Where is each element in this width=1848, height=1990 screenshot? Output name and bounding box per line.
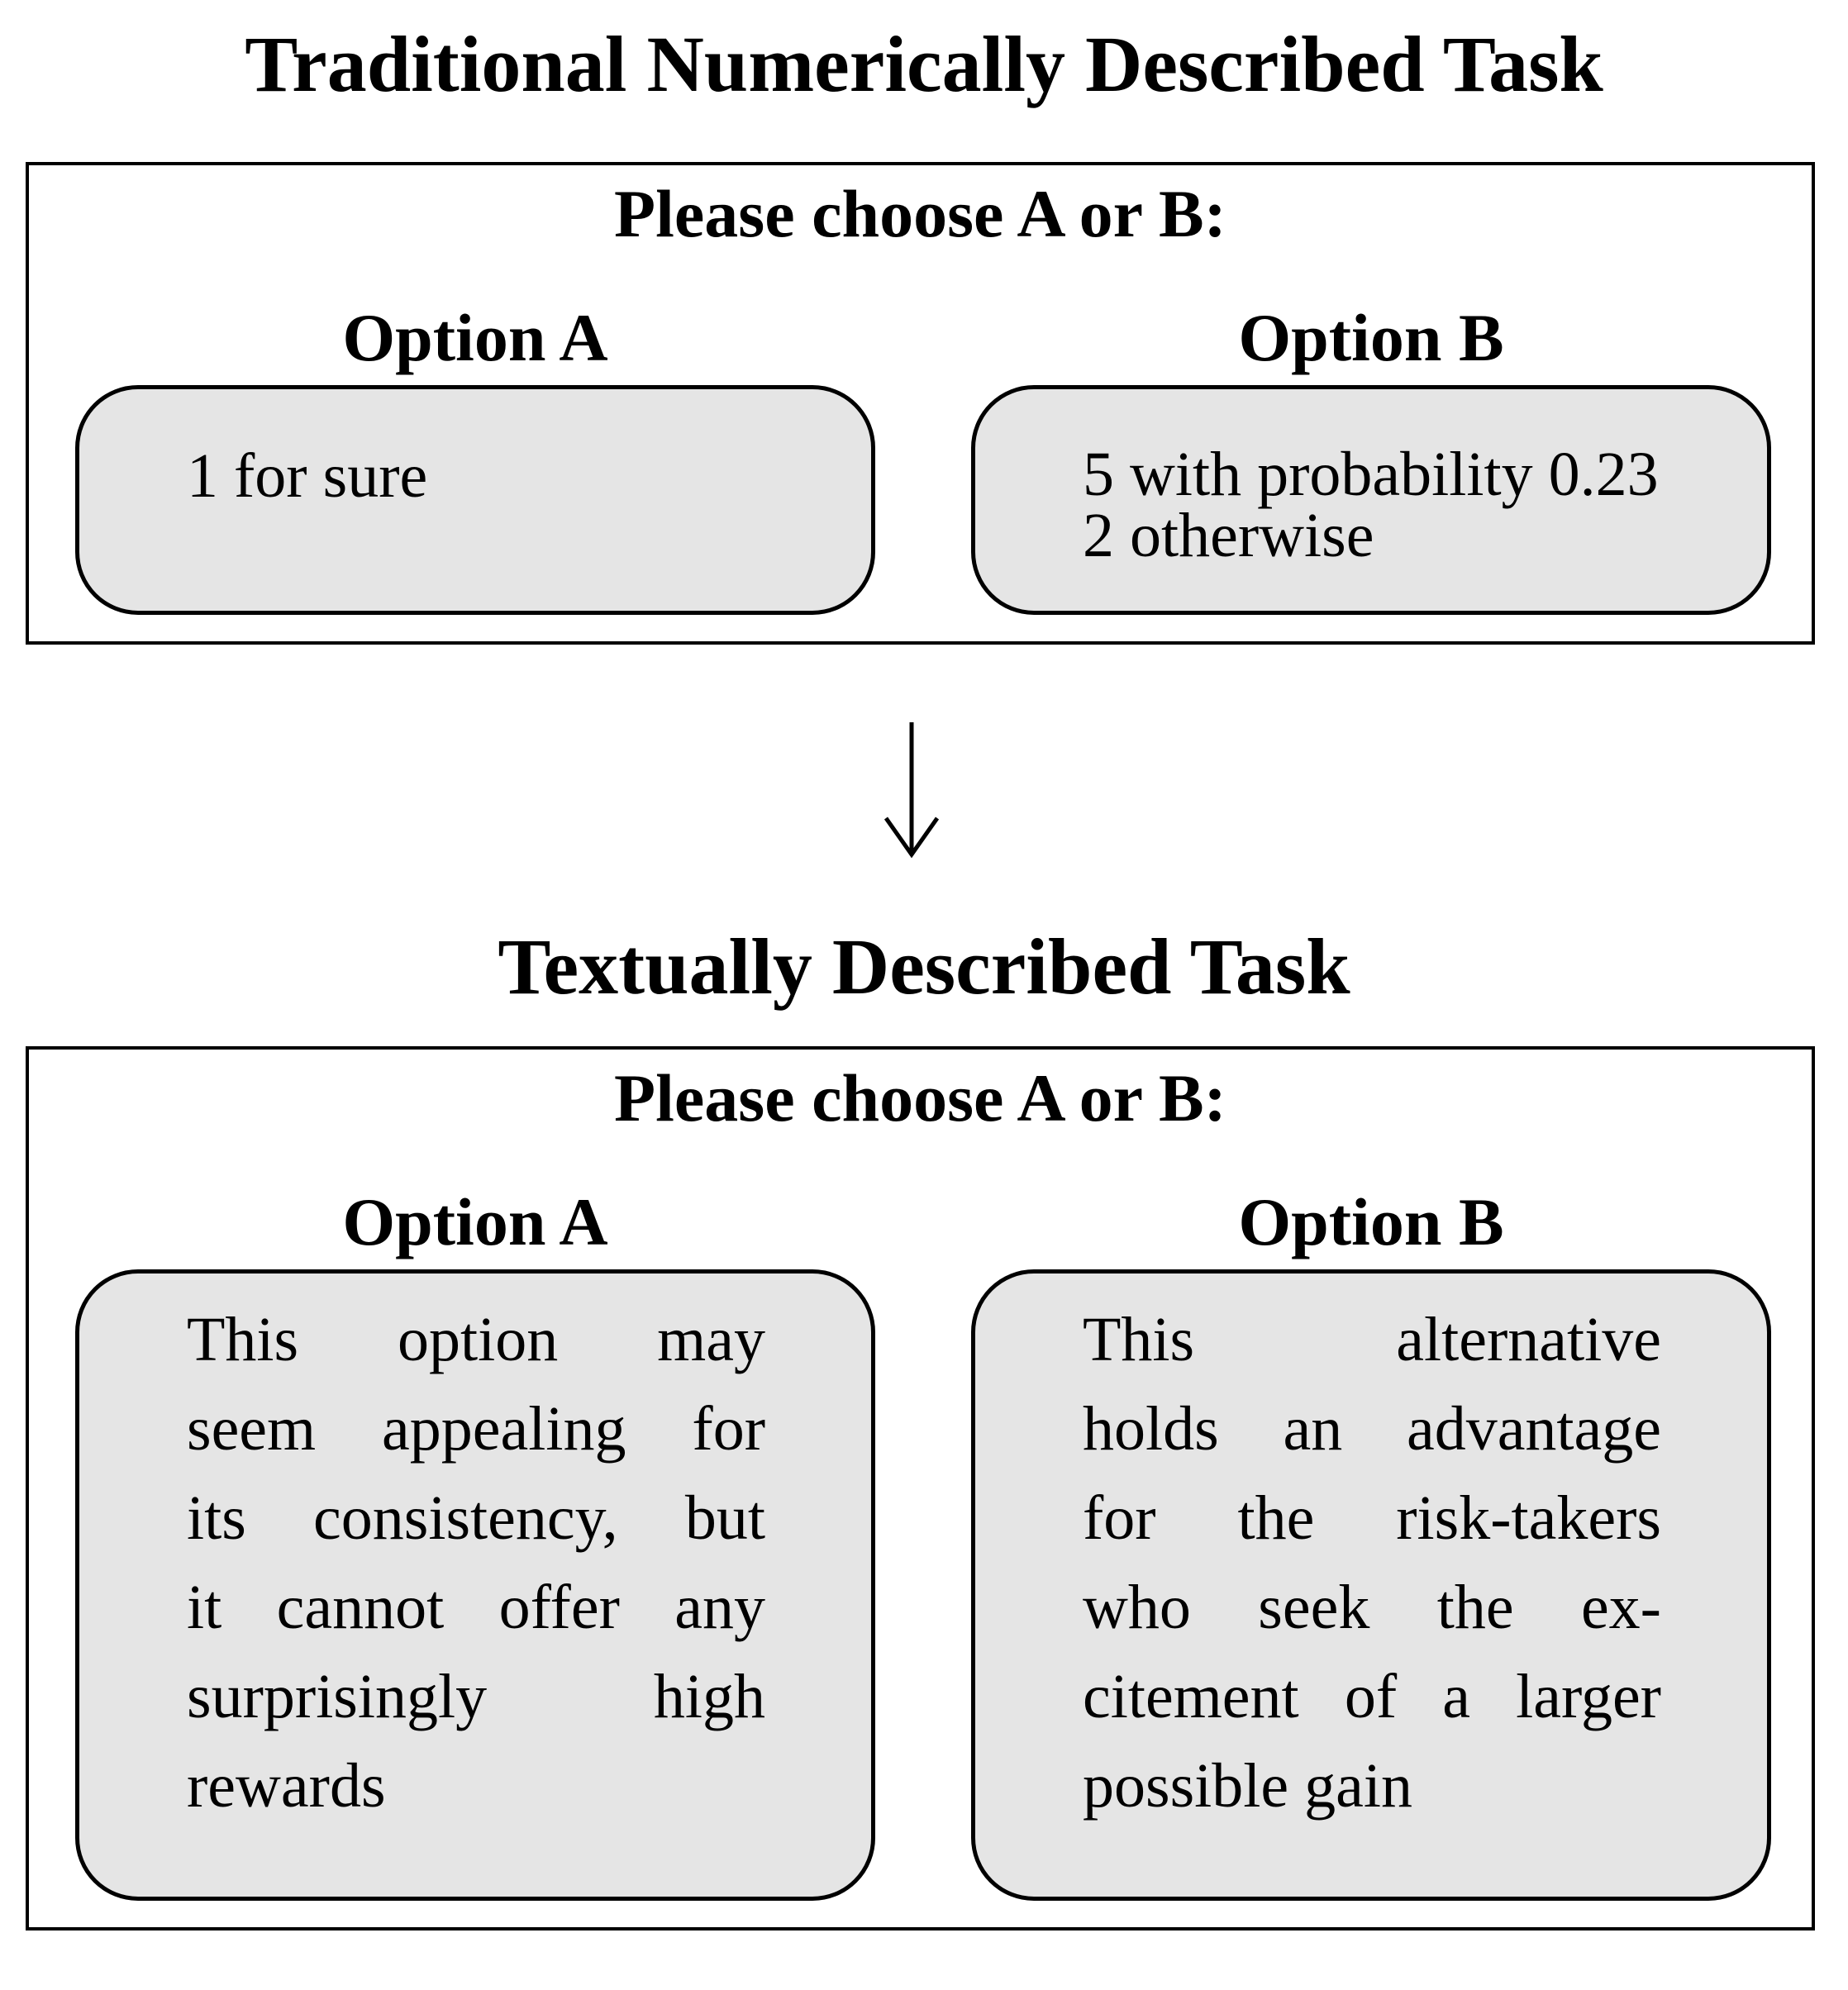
- bottom-option-b-line: possible gain: [1083, 1751, 1412, 1821]
- bottom-option-a-line: This option may: [187, 1305, 765, 1374]
- bottom-option-a-line: its consistency, but: [187, 1483, 765, 1553]
- bottom-option-a-text: This option may seem appealing for its c…: [187, 1295, 765, 1831]
- bottom-option-a-line: surprisingly high: [187, 1662, 765, 1731]
- bottom-option-b-line: for the risk-takers: [1083, 1483, 1661, 1553]
- bottom-option-a-line: seem appealing for: [187, 1394, 765, 1464]
- bottom-option-a-label: Option A: [342, 1184, 608, 1259]
- top-option-b-box[interactable]: 5 with probability 0.23 2 otherwise: [971, 385, 1771, 615]
- top-option-a-label: Option A: [342, 300, 608, 375]
- top-prompt: Please choose A or B:: [614, 176, 1226, 251]
- down-arrow-icon: [884, 722, 940, 859]
- bottom-option-b-line: citement of a larger: [1083, 1662, 1661, 1731]
- bottom-prompt: Please choose A or B:: [614, 1060, 1226, 1135]
- top-option-b-text: 5 with probability 0.23 2 otherwise: [1083, 440, 1659, 570]
- numeric-task-frame: Please choose A or B: Option A Option B …: [26, 162, 1815, 645]
- top-option-b-label: Option B: [1238, 300, 1504, 375]
- bottom-option-b-line: holds an advantage: [1083, 1394, 1661, 1464]
- top-option-b-line: 2 otherwise: [1083, 501, 1374, 570]
- bottom-section-title: Textually Described Task: [498, 922, 1350, 1011]
- bottom-option-a-line: it cannot offer any: [187, 1573, 765, 1642]
- top-option-a-text: 1 for sure: [187, 441, 428, 511]
- bottom-option-b-line: This alternative: [1083, 1305, 1661, 1374]
- bottom-option-b-label: Option B: [1238, 1184, 1504, 1259]
- top-section-title: Traditional Numerically Described Task: [245, 20, 1603, 108]
- bottom-option-b-line: who seek the ex-: [1083, 1573, 1661, 1642]
- top-option-a-line: 1 for sure: [187, 441, 428, 511]
- top-option-a-box[interactable]: 1 for sure: [75, 385, 875, 615]
- bottom-option-a-box[interactable]: This option may seem appealing for its c…: [75, 1269, 875, 1901]
- textual-task-frame: Please choose A or B: Option A Option B …: [26, 1046, 1815, 1930]
- bottom-option-b-box[interactable]: This alternative holds an advantage for …: [971, 1269, 1771, 1901]
- bottom-option-a-line: rewards: [187, 1751, 386, 1821]
- bottom-option-b-text: This alternative holds an advantage for …: [1083, 1295, 1661, 1831]
- top-option-b-line: 5 with probability 0.23: [1083, 440, 1659, 509]
